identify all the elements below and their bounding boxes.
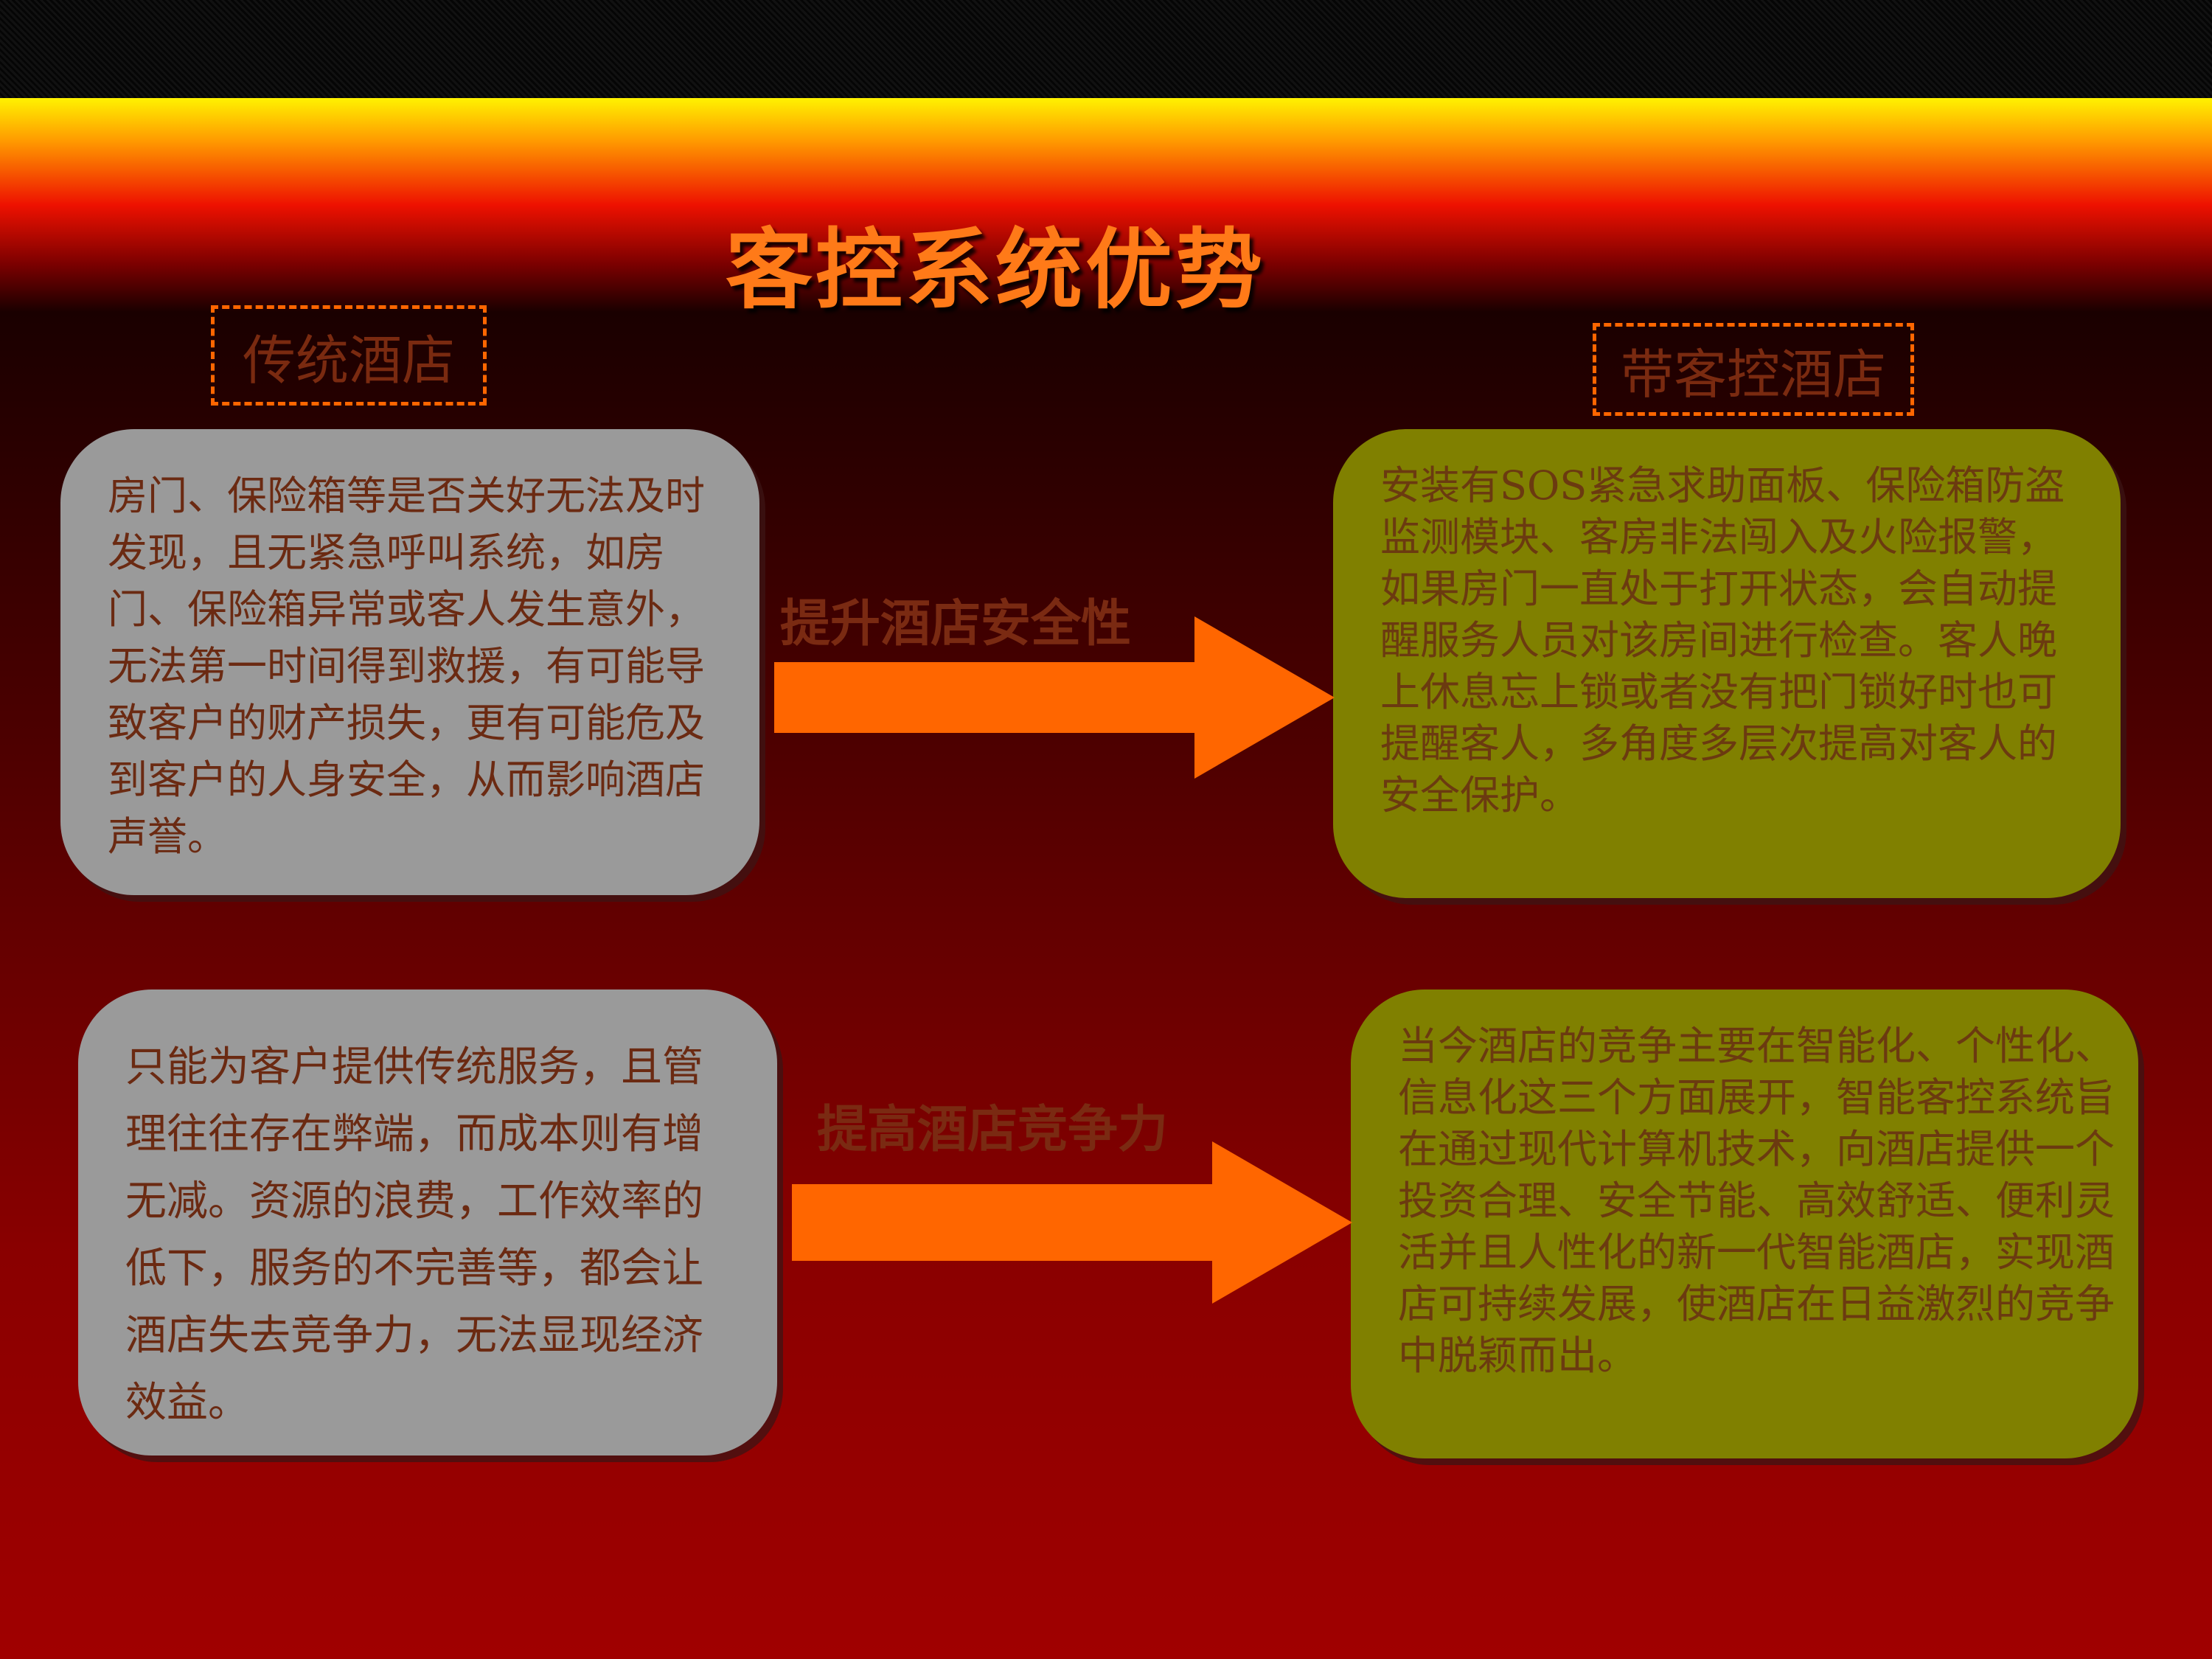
smart-competitiveness-box: 当今酒店的竞争主要在智能化、个性化、信息化这三个方面展开，智能客控系统旨在通过现…	[1351, 990, 2138, 1458]
header-glow-band	[0, 98, 2212, 312]
traditional-competitiveness-box: 只能为客户提供传统服务，且管理往往存在弊端，而成本则有增无减。资源的浪费，工作效…	[78, 990, 777, 1455]
traditional-security-box: 房门、保险箱等是否关好无法及时发现，且无紧急呼叫系统，如房门、保险箱异常或客人发…	[60, 429, 759, 895]
competitiveness-arrow-icon	[792, 1141, 1352, 1304]
top-texture-band	[0, 0, 2212, 98]
competitiveness-arrow-label: 提高酒店竞争力	[817, 1101, 1169, 1159]
traditional-hotel-heading: 传统酒店	[211, 305, 487, 406]
smart-security-box: 安装有SOS紧急求助面板、保险箱防盗监测模块、客房非法闯入及火险报警，如果房门一…	[1333, 429, 2121, 898]
slide-title: 客控系统优势	[725, 219, 1265, 321]
smart-hotel-heading: 带客控酒店	[1593, 323, 1914, 416]
security-arrow-icon	[774, 616, 1335, 779]
security-arrow-label: 提升酒店安全性	[780, 595, 1132, 653]
